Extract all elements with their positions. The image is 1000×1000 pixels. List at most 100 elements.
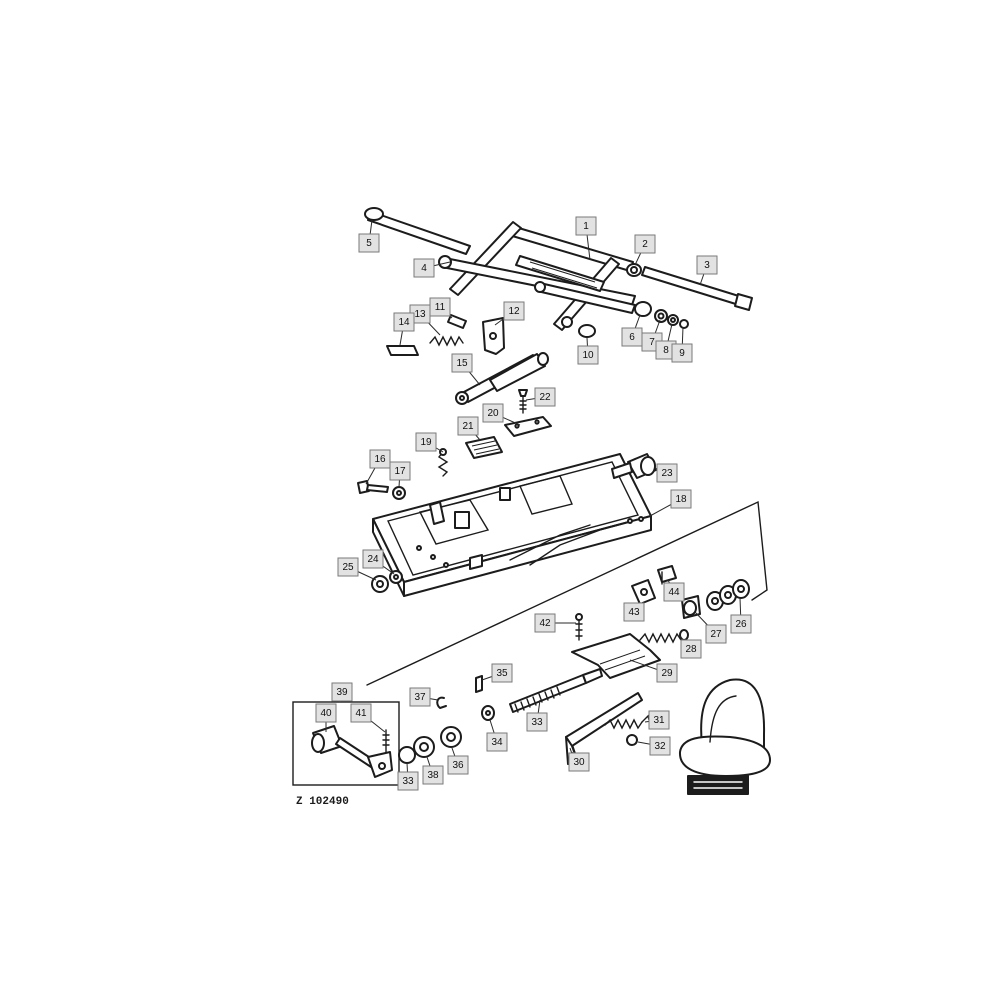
- callout-number: 15: [456, 358, 468, 369]
- callout-14: 14: [393, 312, 415, 346]
- callout-number: 41: [355, 708, 367, 719]
- callout-number: 16: [374, 454, 386, 465]
- callout-box: [656, 663, 678, 683]
- callout-number: 6: [629, 332, 635, 343]
- callout-number: 33: [531, 717, 543, 728]
- callout-24: 24: [362, 549, 395, 575]
- callout-6: 6: [621, 314, 643, 347]
- callout-number: 9: [679, 348, 685, 359]
- callout-number: 1: [583, 221, 589, 232]
- callout-box: [623, 602, 645, 622]
- callout-box: [634, 234, 656, 254]
- callout-number: 43: [628, 607, 640, 618]
- callout-number: 39: [336, 687, 348, 698]
- callout-number: 37: [414, 692, 426, 703]
- plates: [437, 416, 552, 477]
- callout-31: 31: [644, 710, 670, 730]
- seat-illustration: [678, 678, 771, 795]
- callout-9: 9: [671, 326, 693, 363]
- callout-19: 19: [415, 432, 444, 453]
- callout-number: 25: [342, 562, 354, 573]
- scissor-frame-assembly: [364, 207, 753, 338]
- callout-16: 16: [365, 449, 391, 485]
- callout-27: 27: [694, 611, 727, 644]
- callout-box: [696, 255, 718, 275]
- callout-25: 25: [337, 557, 377, 581]
- callout-number: 42: [539, 618, 551, 629]
- callout-33: 33: [397, 762, 419, 791]
- callout-box: [362, 549, 384, 569]
- callout-box: [422, 765, 444, 785]
- callout-box: [568, 752, 590, 772]
- callout-21: 21: [457, 416, 481, 441]
- callout-36: 36: [447, 747, 469, 775]
- callout-10: 10: [577, 337, 599, 365]
- callout-number: 32: [654, 741, 666, 752]
- callout-37: 37: [409, 687, 439, 707]
- callout-box: [534, 613, 556, 633]
- callout-number: 34: [491, 737, 503, 748]
- callout-4: 4: [413, 258, 451, 278]
- callout-box: [482, 403, 504, 423]
- callout-number: 31: [653, 715, 665, 726]
- callout-number: 23: [661, 468, 673, 479]
- callout-number: 8: [663, 345, 669, 356]
- callout-number: 26: [735, 619, 747, 630]
- callout-number: 2: [642, 239, 648, 250]
- callout-box: [447, 755, 469, 775]
- callout-38: 38: [422, 756, 444, 785]
- callout-number: 33: [402, 776, 414, 787]
- slide-mechanism: [571, 613, 689, 679]
- callout-box: [413, 258, 435, 278]
- callout-box: [369, 449, 391, 469]
- callout-35: 35: [481, 663, 513, 683]
- callout-box: [486, 732, 508, 752]
- gas-spring: [455, 352, 549, 414]
- callout-20: 20: [482, 403, 521, 426]
- callout-number: 5: [366, 238, 372, 249]
- callout-2: 2: [634, 234, 656, 266]
- callout-number: 35: [496, 668, 508, 679]
- callout-number: 38: [427, 770, 439, 781]
- callout-44: 44: [663, 579, 685, 602]
- callout-number: 13: [414, 309, 426, 320]
- callout-box: [577, 345, 599, 365]
- callout-number: 14: [398, 317, 410, 328]
- callout-number: 10: [582, 350, 594, 361]
- callout-box: [393, 312, 415, 332]
- callout-number: 29: [661, 668, 673, 679]
- callout-30: 30: [568, 751, 590, 772]
- callout-box: [503, 301, 525, 321]
- callout-box: [534, 387, 556, 407]
- callout-40: 40: [315, 703, 337, 732]
- callout-box: [389, 461, 411, 481]
- callout-box: [663, 582, 685, 602]
- callout-box: [730, 614, 752, 634]
- callout-42: 42: [534, 613, 576, 633]
- callout-39: 39: [331, 682, 353, 703]
- callout-box: [526, 712, 548, 732]
- drawing-id: Z 102490: [296, 796, 349, 808]
- callout-box: [415, 432, 437, 452]
- callout-number: 27: [710, 629, 722, 640]
- callout-41: 41: [350, 703, 386, 733]
- callout-22: 22: [525, 387, 556, 407]
- callout-box: [670, 489, 692, 509]
- callout-number: 21: [462, 421, 474, 432]
- callout-15: 15: [451, 353, 481, 386]
- callout-1: 1: [575, 216, 597, 261]
- callout-number: 44: [668, 587, 680, 598]
- callout-number: 17: [394, 466, 406, 477]
- callout-26: 26: [730, 597, 752, 634]
- callout-number: 3: [704, 260, 710, 271]
- callout-box: [331, 682, 353, 702]
- callout-box: [648, 710, 670, 730]
- callout-box: [315, 703, 337, 723]
- callout-number: 22: [539, 392, 551, 403]
- callout-box: [491, 663, 513, 683]
- callout-5: 5: [358, 219, 380, 253]
- callout-number: 30: [573, 757, 585, 768]
- callout-box: [337, 557, 359, 577]
